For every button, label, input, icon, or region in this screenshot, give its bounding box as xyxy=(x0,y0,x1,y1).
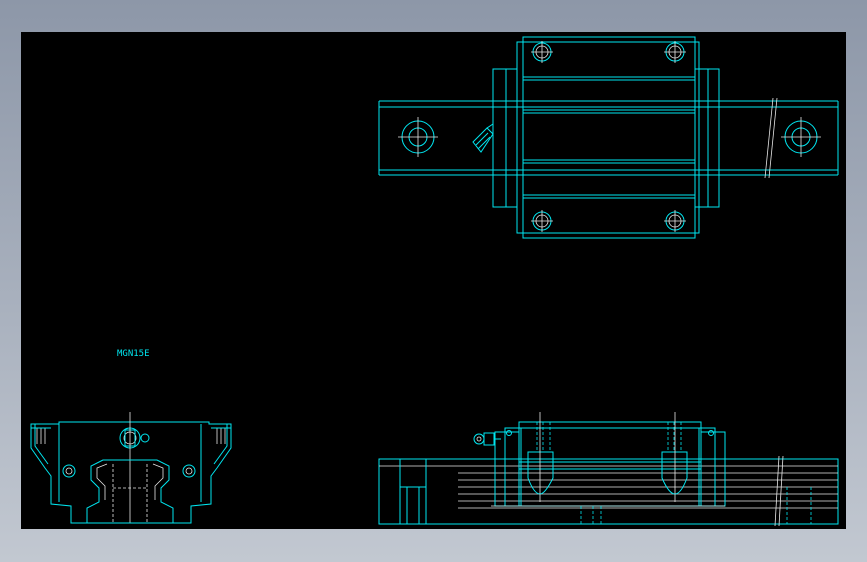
carriage-block-top-view xyxy=(516,36,700,239)
rail-hole-right xyxy=(781,117,821,157)
cad-drawing: MGN15E xyxy=(30,36,839,527)
end-view-seal-marks xyxy=(31,427,231,444)
rail-top-view xyxy=(378,97,839,179)
rail-side-view xyxy=(378,455,839,527)
block-hole-tr xyxy=(664,41,686,63)
side-view-tapped-holes xyxy=(536,422,682,452)
carriage-block-side-view xyxy=(491,421,725,507)
rail-end-profile xyxy=(86,459,174,524)
block-hole-tl xyxy=(531,41,553,63)
side-view xyxy=(378,412,839,527)
rail-counterbore xyxy=(399,458,812,525)
top-view xyxy=(378,36,839,239)
block-hole-bl xyxy=(531,210,553,232)
end-view-grease-port xyxy=(119,412,150,523)
cad-viewport[interactable]: MGN15E xyxy=(21,32,846,529)
side-end-seal-left xyxy=(494,431,520,507)
end-seal-left xyxy=(492,68,518,208)
end-view xyxy=(30,412,232,524)
grease-nipple-side-view xyxy=(473,432,501,446)
block-hole-br xyxy=(664,210,686,232)
side-end-seal-right xyxy=(700,431,726,507)
grease-nipple-top-view xyxy=(472,123,494,153)
end-view-hole-left xyxy=(62,464,76,478)
part-label: MGN15E xyxy=(117,349,150,359)
rail-hole-left xyxy=(398,117,438,157)
end-view-hole-right xyxy=(182,464,196,478)
